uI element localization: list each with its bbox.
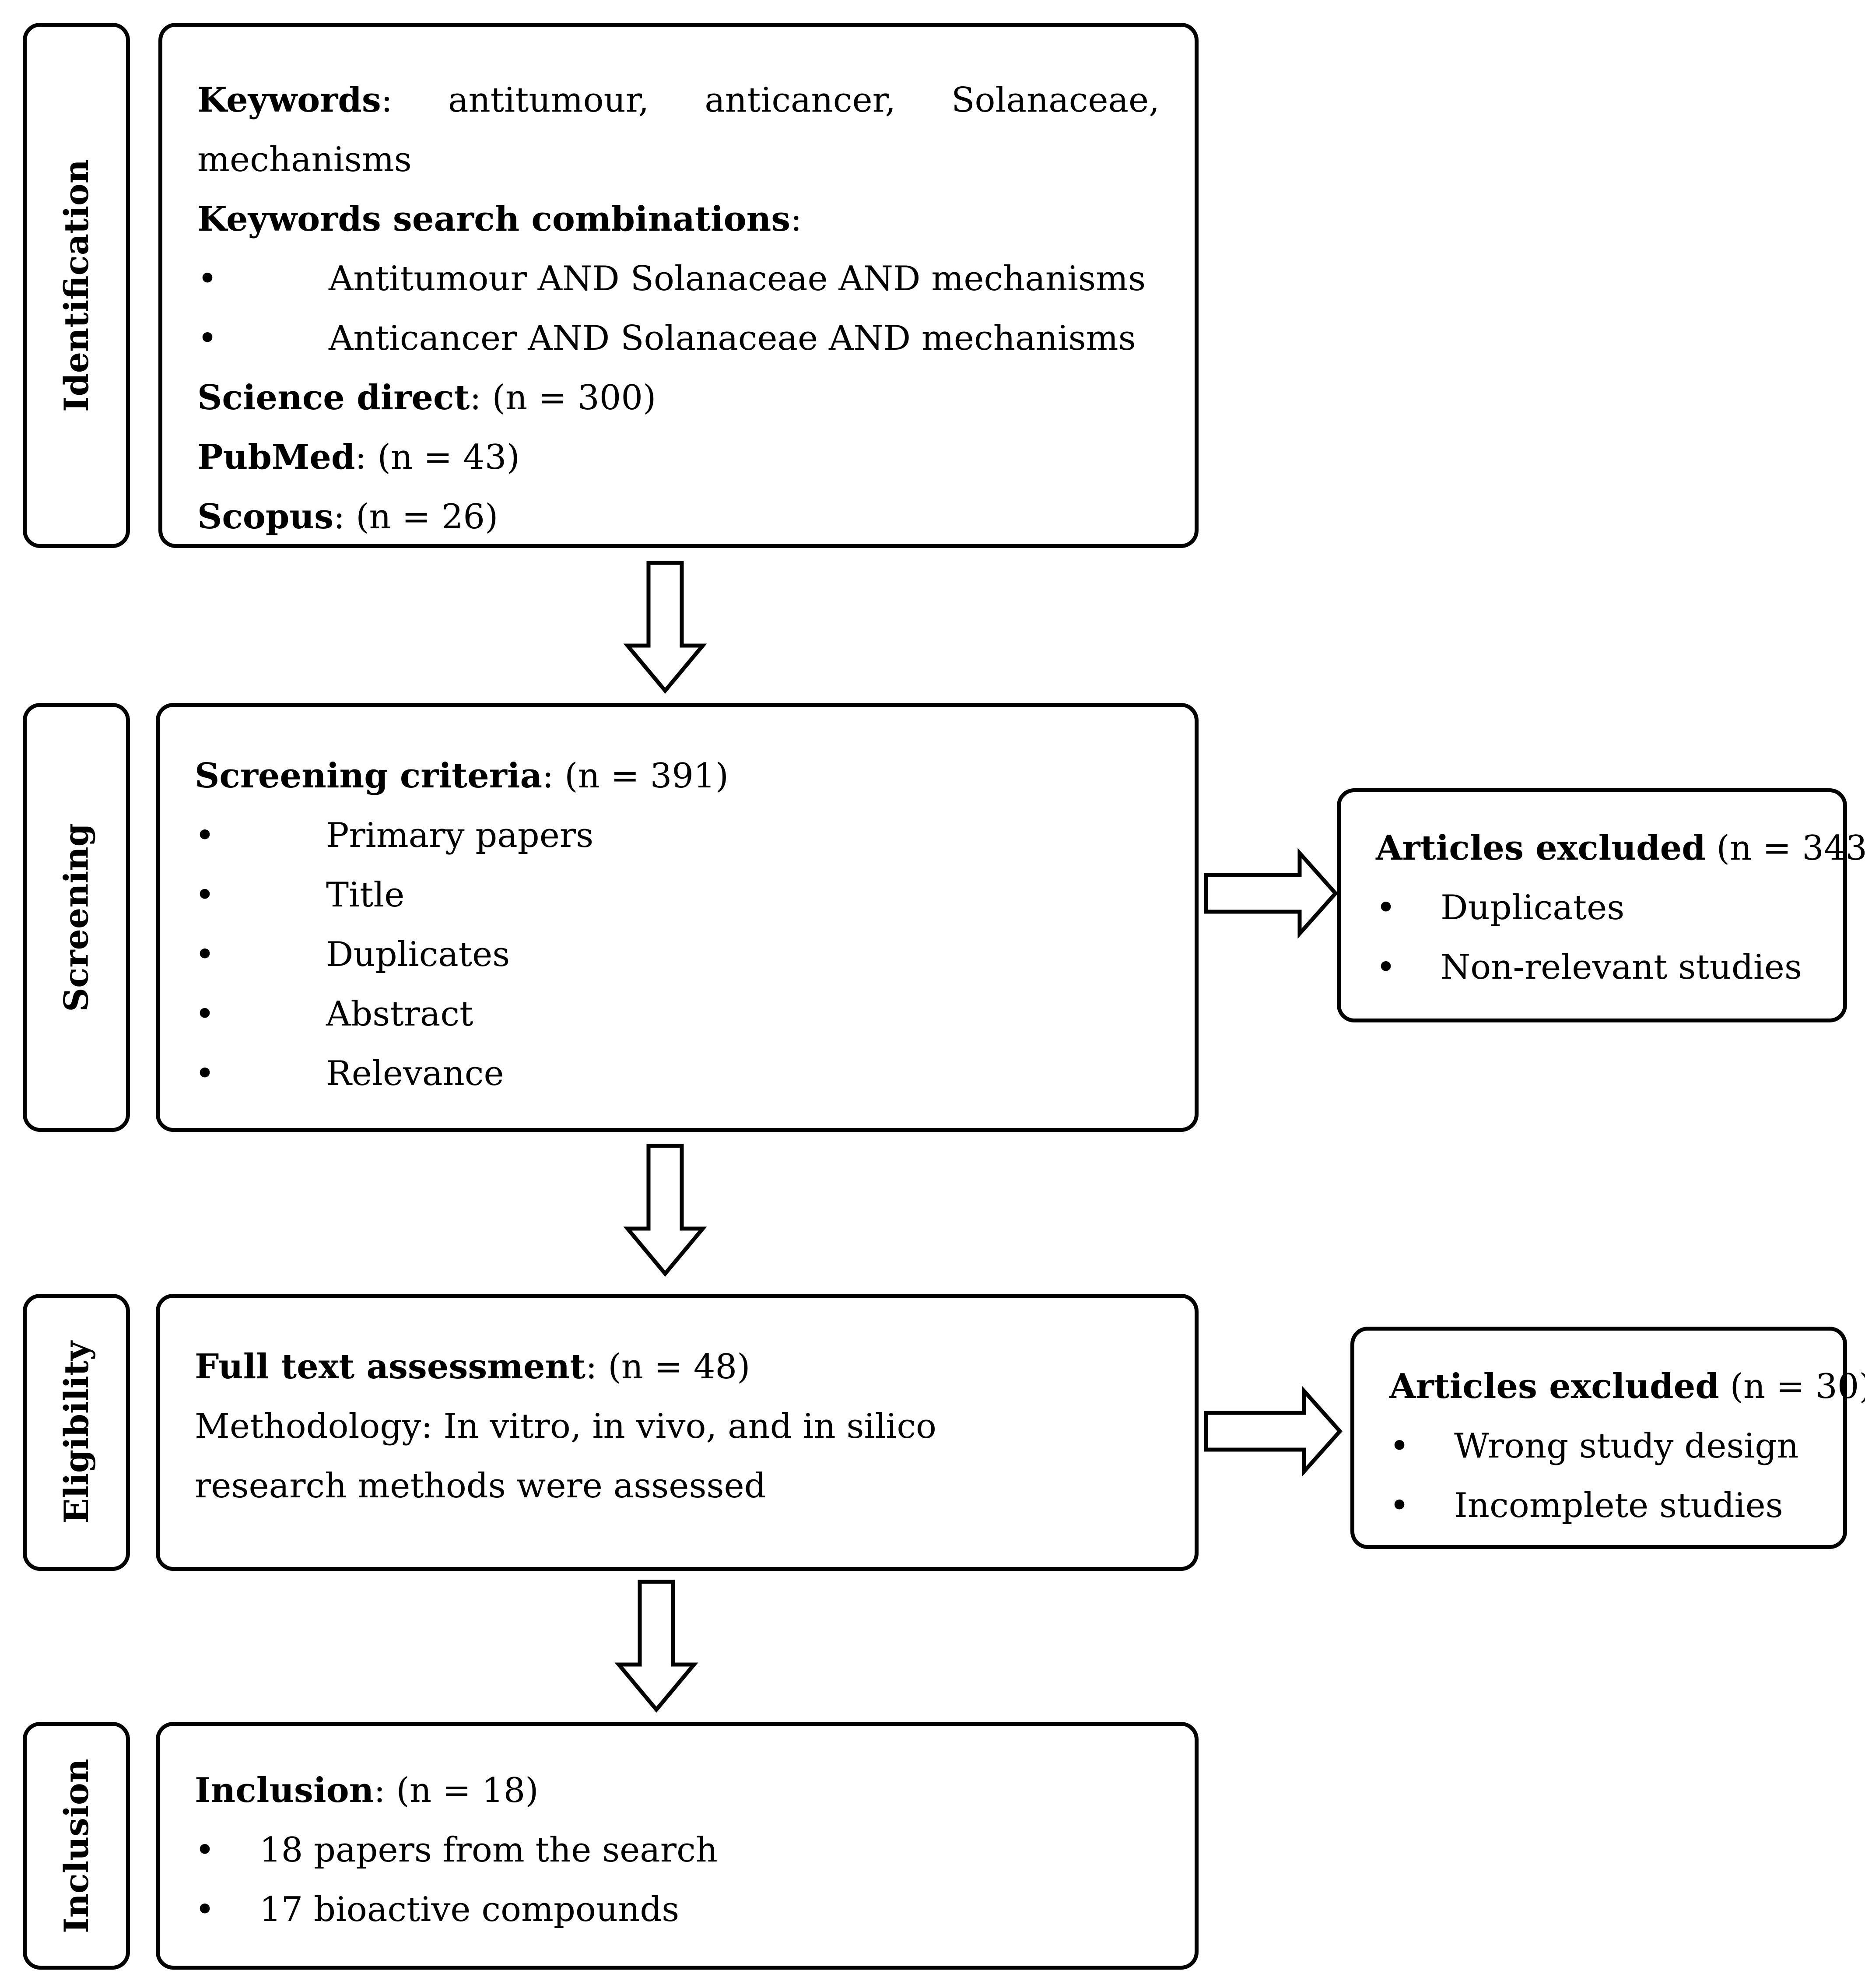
combos-label: Keywords search combinations — [197, 199, 791, 239]
source-science-direct: Science direct: (n = 300) — [197, 368, 1160, 428]
screening-criterion: • Title — [195, 865, 1160, 925]
inclusion-label: Inclusion — [195, 1770, 374, 1810]
stage-label-eligibility: Eligibility — [57, 1341, 96, 1524]
screening-criterion: • Duplicates — [195, 925, 1160, 984]
source-count: : (n = 300) — [470, 378, 656, 418]
bullet: • — [1376, 948, 1396, 987]
bullet: • — [195, 1830, 215, 1870]
excluded-text: Non-relevant studies — [1441, 948, 1802, 987]
excluded-item: • Wrong study design — [1389, 1416, 1817, 1476]
excluded-item: • Incomplete studies — [1389, 1476, 1817, 1535]
keywords-sep: : — [381, 81, 393, 120]
eligibility-heading: Full text assessment: (n = 48) — [195, 1337, 1160, 1397]
inclusion-count: : (n = 18) — [374, 1771, 539, 1810]
bullet: • — [195, 816, 215, 855]
inclusion-item: • 17 bioactive compounds — [195, 1880, 1160, 1939]
combo-item: • Anticancer AND Solanaceae AND mechanis… — [197, 309, 1160, 368]
stage-label-inclusion: Inclusion — [57, 1758, 96, 1933]
keywords-line: Keywords: antitumour, anticancer, Solana… — [197, 70, 1160, 130]
screening-label: Screening criteria — [195, 756, 543, 796]
combos-heading: Keywords search combinations: — [197, 190, 1160, 249]
excluded-heading: Articles excluded (n = 343) — [1376, 818, 1865, 878]
criterion-text: Primary papers — [326, 816, 594, 855]
excluded-label: Articles excluded — [1389, 1366, 1719, 1406]
combo-item: • Antitumour AND Solanaceae AND mechanis… — [197, 249, 1160, 309]
stage-screening: Screening — [23, 703, 130, 1132]
combo-text: Antitumour AND Solanaceae AND mechanisms — [329, 259, 1146, 299]
right-arrow-icon — [1204, 848, 1339, 939]
excluded-item: • Non-relevant studies — [1376, 938, 1812, 997]
excluded-text: Wrong study design — [1454, 1426, 1799, 1466]
criterion-text: Title — [326, 875, 405, 915]
inclusion-text: 17 bioactive compounds — [259, 1890, 680, 1929]
source-pubmed: PubMed: (n = 43) — [197, 428, 1160, 487]
screening-excluded-box: Articles excluded (n = 343) • Duplicates… — [1337, 788, 1865, 1022]
keywords-continuation: mechanisms — [197, 140, 412, 179]
source-name: PubMed — [197, 437, 355, 477]
keyword-item: anticancer, — [705, 81, 896, 120]
source-name: Science direct — [197, 378, 470, 418]
stage-identification: Identification — [23, 23, 130, 548]
stage-label-identification: Identification — [57, 159, 96, 412]
bullet: • — [1389, 1426, 1410, 1466]
stage-eligibility: Eligibility — [23, 1294, 130, 1571]
down-arrow-icon — [623, 1144, 707, 1277]
eligibility-label: Full text assessment — [195, 1347, 586, 1387]
source-scopus: Scopus: (n = 26) — [197, 487, 1160, 547]
inclusion-item: • 18 papers from the search — [195, 1820, 1160, 1880]
bullet: • — [1376, 888, 1396, 927]
stage-inclusion: Inclusion — [23, 1722, 130, 1970]
identification-box: Keywords: antitumour, anticancer, Solana… — [158, 23, 1199, 548]
criterion-text: Relevance — [326, 1054, 504, 1093]
down-arrow-icon — [623, 561, 707, 694]
excluded-item: • Duplicates — [1376, 878, 1812, 938]
inclusion-heading: Inclusion: (n = 18) — [195, 1761, 1160, 1820]
screening-count: : (n = 391) — [542, 756, 729, 796]
keyword-item: antitumour, — [448, 81, 649, 120]
bullet: • — [195, 994, 215, 1034]
eligibility-box: Full text assessment: (n = 48) Methodolo… — [156, 1294, 1199, 1571]
keywords-label: Keywords — [197, 80, 381, 120]
source-name: Scopus — [197, 497, 334, 537]
screening-criterion: • Relevance — [195, 1044, 1160, 1103]
inclusion-text: 18 papers from the search — [259, 1830, 718, 1870]
combo-text: Anticancer AND Solanaceae AND mechanisms — [329, 319, 1136, 358]
bullet: • — [195, 935, 215, 974]
down-arrow-icon — [614, 1580, 698, 1713]
eligibility-methodology: Methodology: In vitro, in vivo, and in s… — [195, 1407, 937, 1506]
right-arrow-icon — [1204, 1386, 1343, 1477]
bullet: • — [1389, 1486, 1410, 1525]
excluded-text: Duplicates — [1441, 888, 1625, 927]
inclusion-box: Inclusion: (n = 18) • 18 papers from the… — [156, 1722, 1199, 1970]
bullet: • — [195, 1054, 215, 1093]
excluded-label: Articles excluded — [1376, 828, 1706, 868]
eligibility-count: : (n = 48) — [585, 1347, 750, 1387]
criterion-text: Duplicates — [326, 935, 510, 974]
combos-sep: : — [790, 200, 802, 239]
source-count: : (n = 43) — [355, 438, 520, 477]
bullet: • — [197, 259, 218, 299]
bullet: • — [197, 319, 218, 358]
screening-box: Screening criteria: (n = 391) • Primary … — [156, 703, 1199, 1132]
excluded-count: (n = 30) — [1719, 1367, 1865, 1406]
bullet: • — [195, 875, 215, 915]
screening-criterion: • Primary papers — [195, 806, 1160, 865]
source-count: : (n = 26) — [333, 497, 498, 537]
criterion-text: Abstract — [326, 994, 473, 1034]
eligibility-excluded-box: Articles excluded (n = 30) • Wrong study… — [1350, 1327, 1865, 1549]
bullet: • — [195, 1890, 215, 1929]
stage-label-screening: Screening — [57, 823, 96, 1012]
keyword-item: Solanaceae, — [951, 81, 1160, 120]
screening-heading: Screening criteria: (n = 391) — [195, 746, 1160, 806]
excluded-count: (n = 343) — [1705, 829, 1865, 868]
screening-criterion: • Abstract — [195, 984, 1160, 1044]
excluded-text: Incomplete studies — [1454, 1486, 1783, 1525]
excluded-heading: Articles excluded (n = 30) — [1389, 1357, 1865, 1416]
